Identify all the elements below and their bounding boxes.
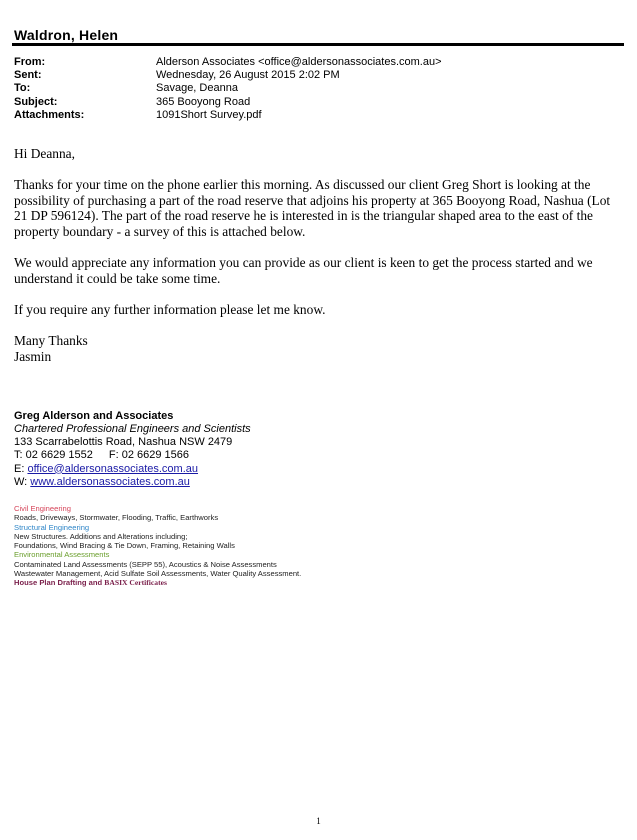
body-paragraph-2: We would appreciate any information you … [14,255,593,286]
header-sent-label: Sent: [14,69,42,82]
service-civil-items: Roads, Driveways, Stormwater, Flooding, … [14,513,219,523]
service-basix: BASIX Certificates [104,578,167,588]
header-to-row: To: Savage, Deanna [14,82,442,95]
signature-email-row: E: office@aldersonassociates.com.au [14,463,251,476]
signature-web-link[interactable]: www.aldersonassociates.com.au [30,475,190,488]
header-from-label: From: [14,56,46,68]
signature-company: Greg Alderson and Associates [14,410,174,422]
header-attachments-row: Attachments: 1091Short Survey.pdf [14,109,442,122]
email-headers: From: Alderson Associates <office@alders… [14,56,442,122]
service-structural-heading: Structural Engineering [14,522,90,532]
signature-email-link[interactable]: office@aldersonassociates.com.au [27,462,199,475]
signature-phone: T: 02 6629 1552 [14,449,93,462]
email-body: Hi Deanna, Thanks for your time on the p… [14,146,614,364]
signature-web-row: W: www.aldersonassociates.com.au [14,476,251,489]
header-subject-value: 365 Booyong Road [156,95,251,108]
header-from-row: From: Alderson Associates <office@alders… [14,56,442,69]
header-subject-label: Subject: [14,95,58,108]
header-sent-row: Sent: Wednesday, 26 August 2015 2:02 PM [14,69,442,82]
service-structural-items-2: Foundations, Wind Bracing & Tie Down, Fr… [14,541,235,551]
service-house-plan: House Plan Drafting and BASIX Certificat… [14,578,301,587]
header-sent-value: Wednesday, 26 August 2015 2:02 PM [156,69,340,82]
service-structural-items-1: New Structures. Additions and Alteration… [14,531,188,541]
signature-block: Chartered Professional Engineers and Sci… [14,423,251,489]
service-environmental-heading: Environmental Assessments [14,550,110,560]
header-subject-row: Subject: 365 Booyong Road [14,96,442,109]
header-attachments-label: Attachments: [14,108,85,121]
signature-fax: F: 02 6629 1566 [108,449,190,462]
service-environmental-items-2: Wastewater Management, Acid Sulfate Soil… [14,569,302,579]
service-environmental-items-1: Contaminated Land Assessments (SEPP 55),… [14,559,277,569]
body-sender: Jasmin [14,348,52,364]
body-greeting: Hi Deanna, [14,146,75,161]
header-attachments-value: 1091Short Survey.pdf [156,108,262,121]
header-to-value: Savage, Deanna [156,82,238,95]
body-paragraph-3: If you require any further information p… [14,301,326,317]
signature-address: 133 Scarrabelottis Road, Nashua NSW 2479 [14,436,233,449]
body-paragraph-1: Thanks for your time on the phone earlie… [14,177,611,239]
signature-web-prefix: W: [14,475,31,488]
header-from-value: Alderson Associates <office@aldersonasso… [156,56,442,68]
signature-phone-row: T: 02 6629 1552 F: 02 6629 1566 [14,449,251,462]
header-to-label: To: [14,82,31,95]
body-closing: Many Thanks [14,333,88,349]
service-house-prefix: House Plan Drafting and [14,578,105,588]
signature-tagline: Chartered Professional Engineers and Sci… [14,423,251,435]
signature-email-prefix: E: [14,462,28,475]
service-civil-heading: Civil Engineering [14,504,71,513]
page-number: 1 [316,816,321,826]
title-divider [12,43,624,46]
services-list: Civil Engineering Roads, Driveways, Stor… [14,504,301,588]
document-title: Waldron, Helen [14,27,119,43]
